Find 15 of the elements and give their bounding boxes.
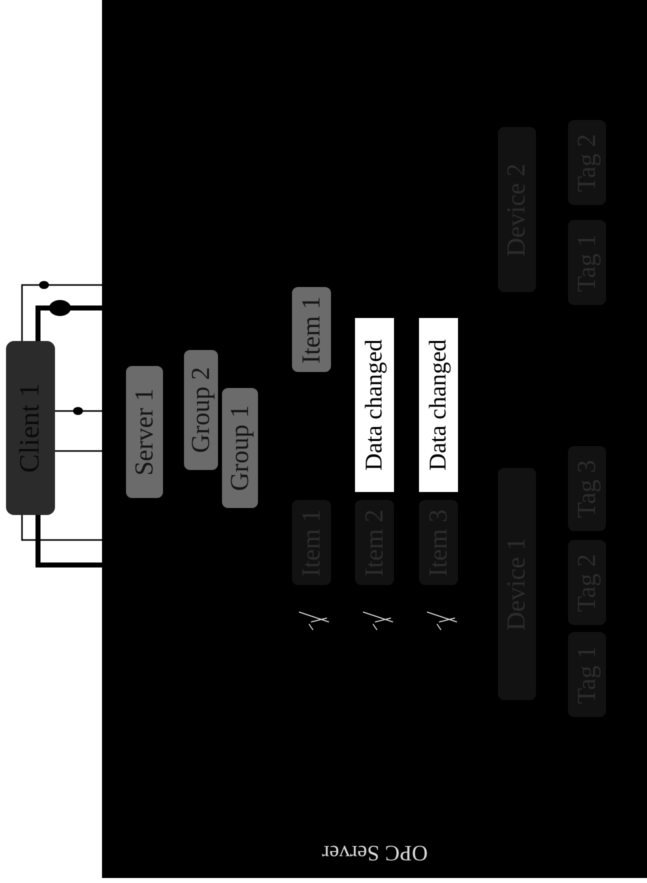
client-box bbox=[6, 341, 55, 515]
event-box bbox=[419, 318, 458, 492]
server-panel bbox=[102, 0, 647, 878]
node-label: Group 2 bbox=[188, 367, 214, 453]
process-box bbox=[222, 388, 258, 508]
node-label: Group 1 bbox=[227, 405, 253, 491]
event-box bbox=[355, 318, 394, 492]
node-label: Item 1 bbox=[298, 296, 324, 364]
node-label: Server 1 bbox=[132, 388, 158, 476]
node-label: Data changed bbox=[426, 339, 450, 471]
node-label: OPC Server bbox=[322, 842, 428, 864]
process-box bbox=[292, 287, 331, 372]
process-box bbox=[184, 350, 218, 470]
process-box bbox=[126, 366, 163, 498]
node-label: Data changed bbox=[362, 339, 386, 471]
